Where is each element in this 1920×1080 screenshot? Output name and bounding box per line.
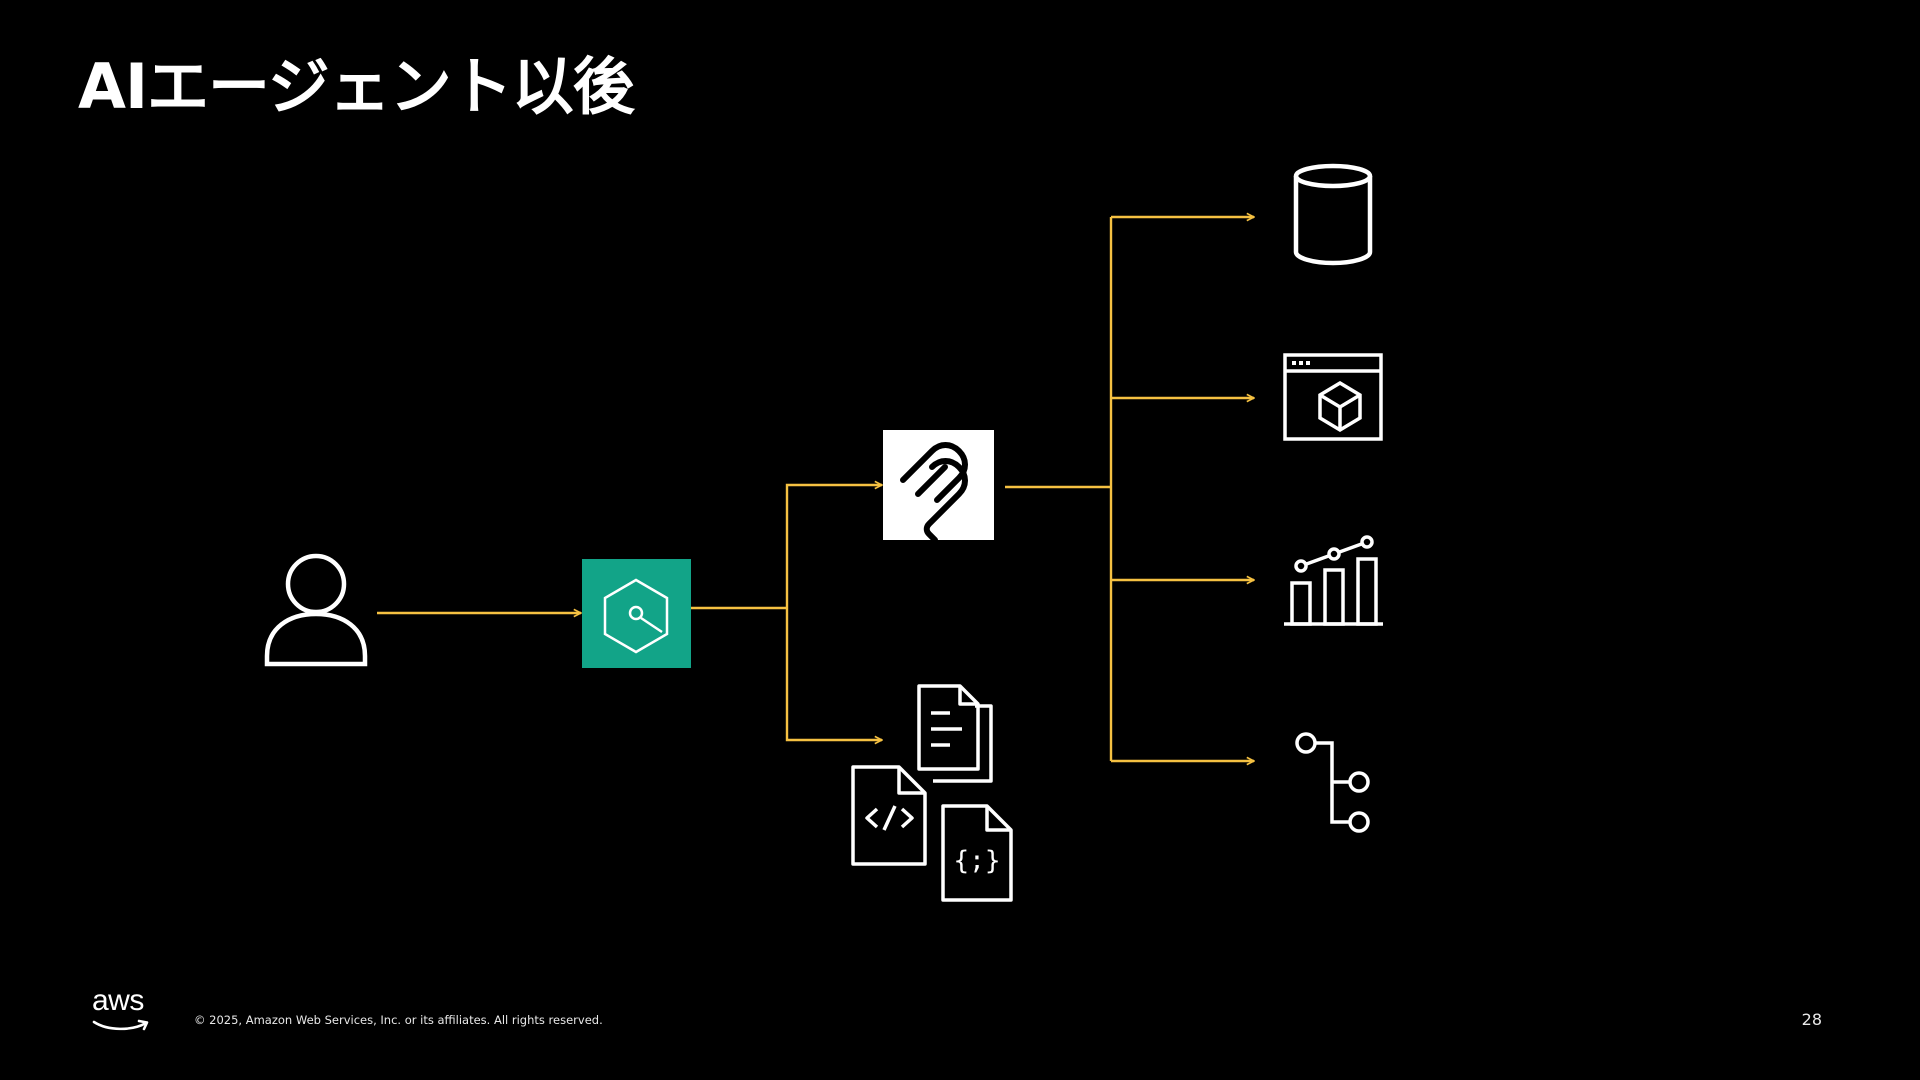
aws-logo-text: aws: [92, 984, 144, 1017]
connectors: [377, 217, 1254, 761]
code-file-icon: [851, 765, 927, 866]
application-window-icon: [1283, 353, 1383, 441]
mcp-node: [883, 430, 994, 543]
documents-icon: {;}: [851, 684, 1013, 902]
database-icon: [1293, 163, 1373, 266]
agent-hexagon-icon: [603, 578, 669, 654]
agent-node: [582, 559, 691, 668]
text-document-icon: [917, 684, 993, 783]
aws-logo: aws: [92, 984, 154, 1036]
json-file-icon: [941, 804, 1013, 902]
analytics-chart-icon: [1284, 535, 1383, 626]
aws-smile-icon: [92, 1019, 149, 1031]
user-icon: [264, 553, 368, 667]
edge-agent-files: [785, 608, 882, 740]
page-number: 28: [1801, 1010, 1822, 1029]
json-braces-glyph: {;}: [954, 846, 1001, 876]
git-branch-icon: [1295, 732, 1370, 833]
copyright-notice: © 2025, Amazon Web Services, Inc. or its…: [194, 1013, 603, 1027]
mcp-icon: [900, 442, 968, 543]
edge-agent-mcp: [785, 485, 882, 608]
slide-title: AIエージェント以後: [78, 50, 635, 123]
